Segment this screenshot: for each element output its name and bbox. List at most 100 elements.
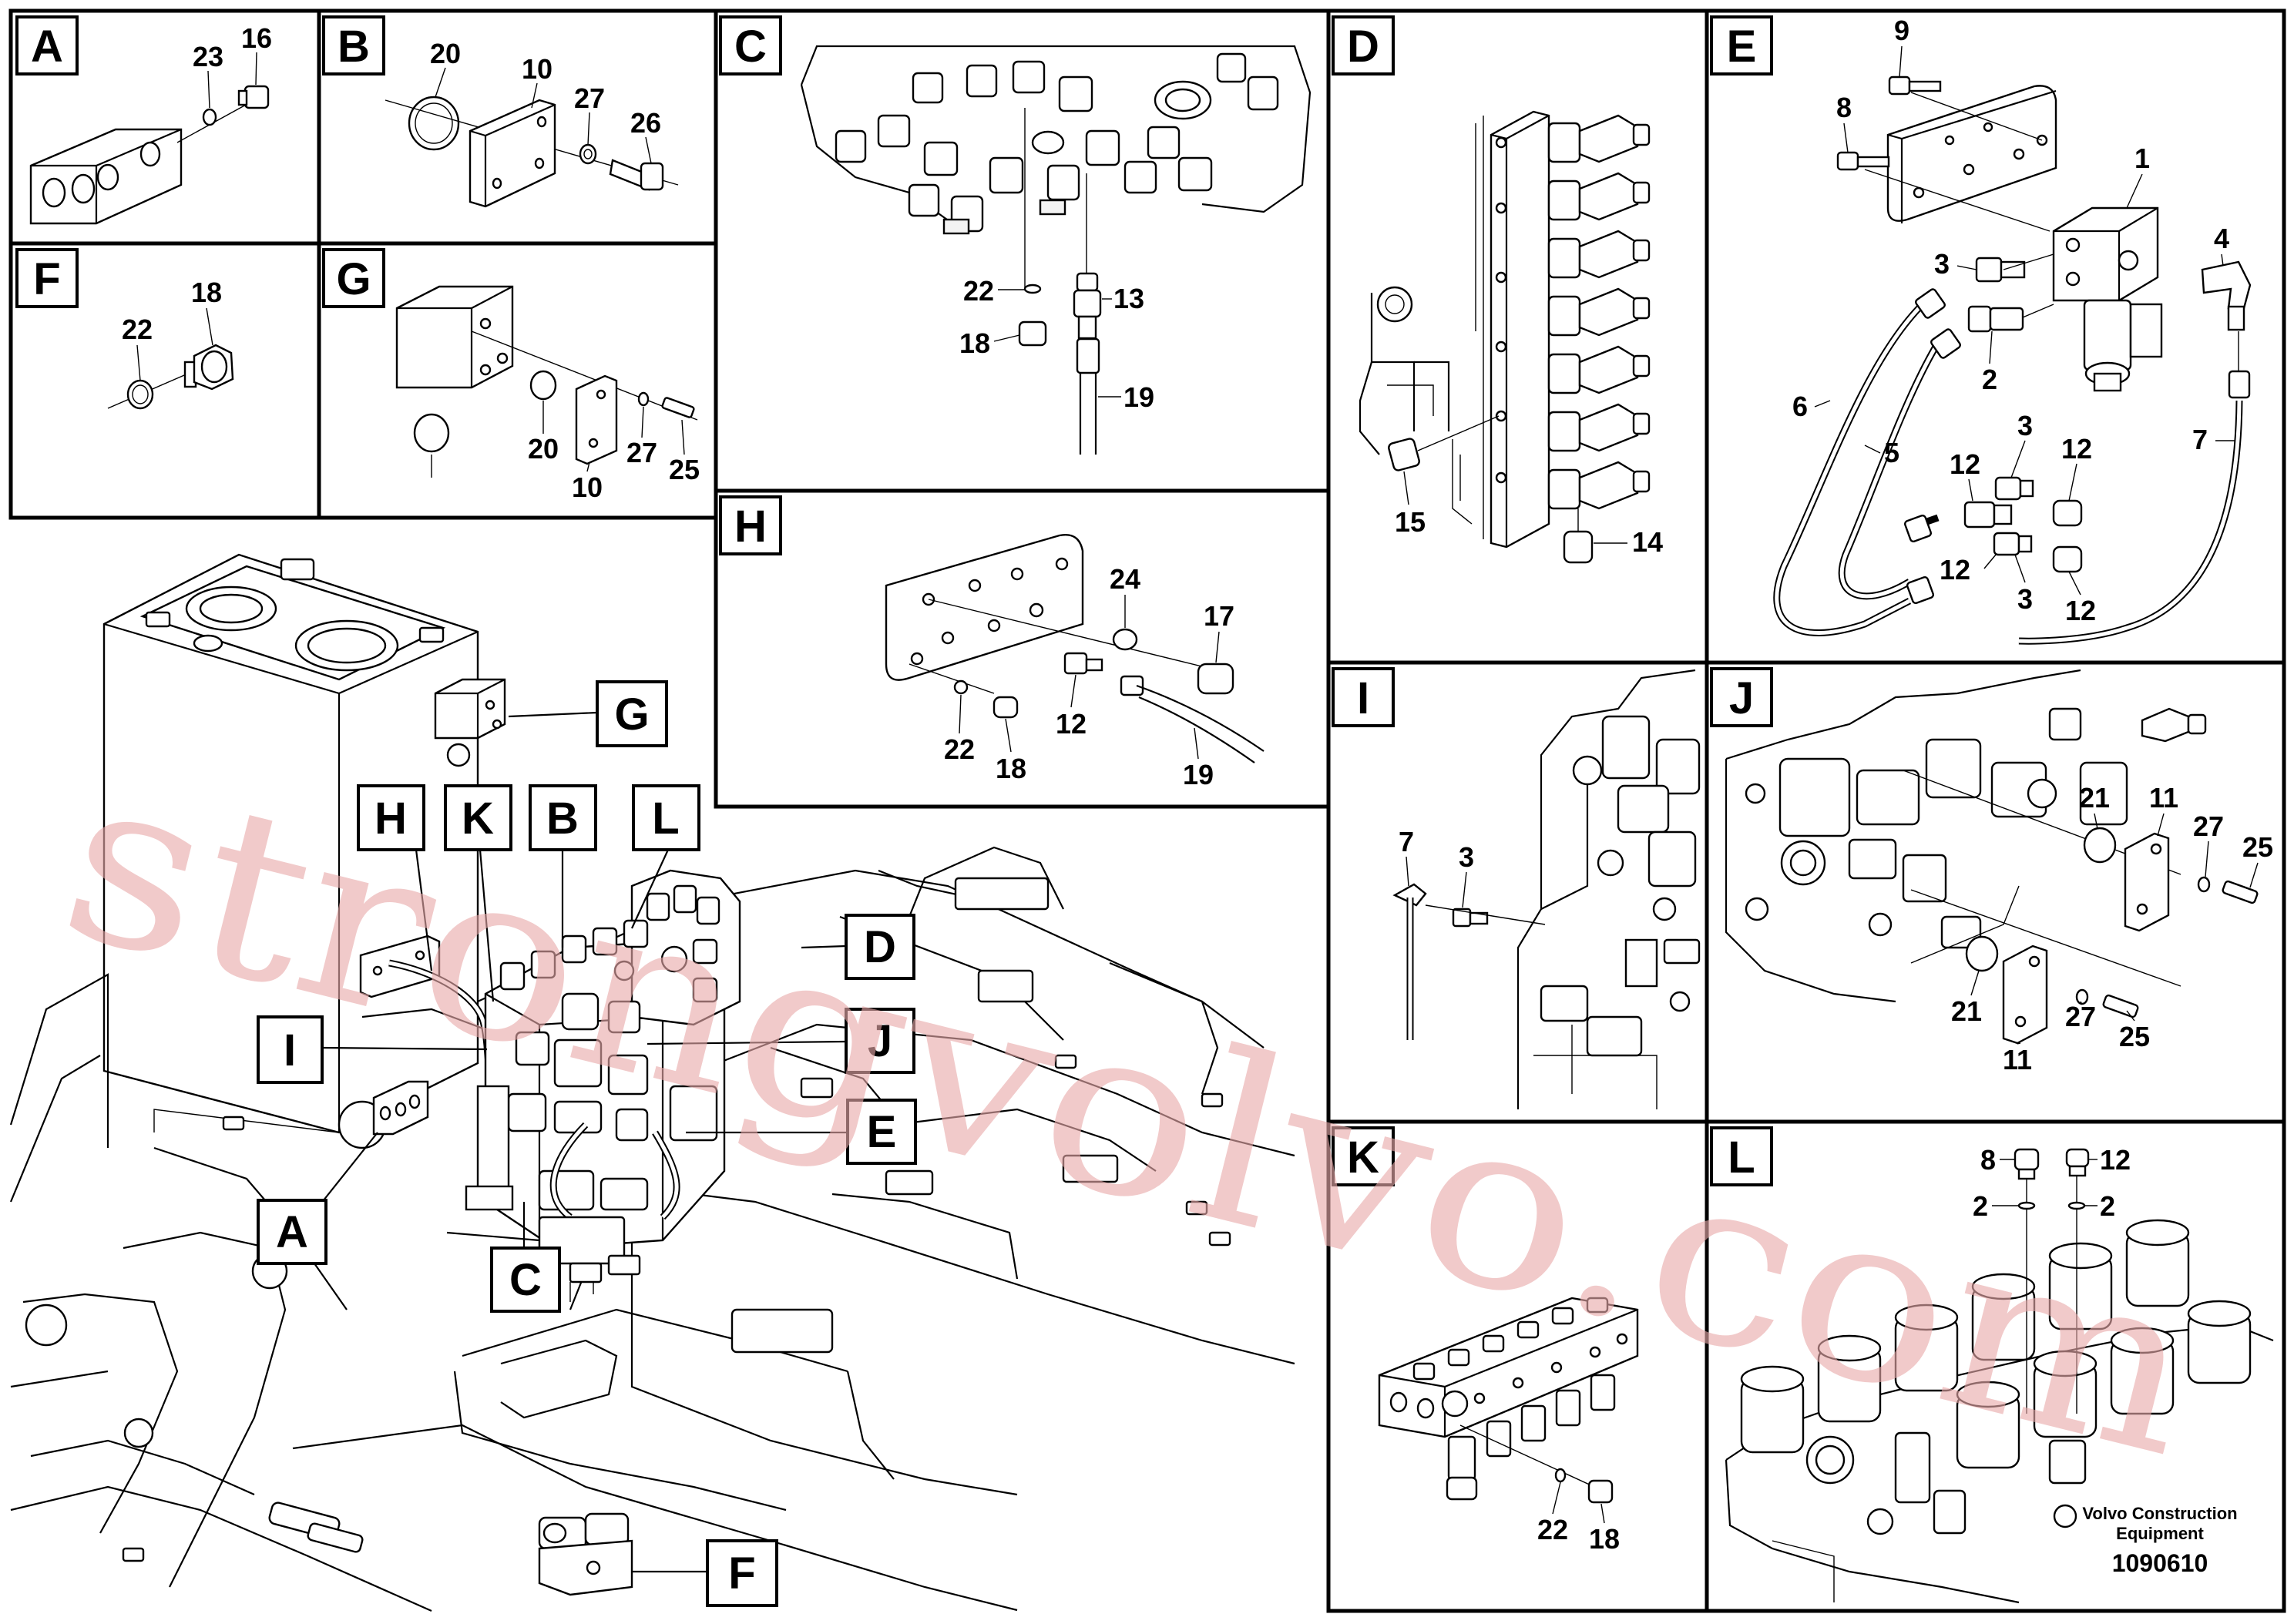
main-label-e: E: [846, 1099, 917, 1165]
callout-e-5: 3: [1934, 248, 1950, 280]
hose-7-i: [1392, 883, 1427, 1040]
callout-l-4: 2: [2100, 1190, 2115, 1222]
panel-f: F 22 18: [15, 248, 234, 410]
elbow-4: [2201, 260, 2252, 331]
callout-e-12: 12: [1940, 554, 1970, 586]
panel-j-letter: J: [1729, 673, 1754, 723]
panel-i-letter: I: [1357, 673, 1369, 723]
callout-h-6: 19: [1183, 759, 1214, 790]
solenoid-on-tank: [434, 678, 506, 767]
fitting-3-e: [1975, 257, 2026, 283]
callout-g-3: 25: [669, 454, 700, 485]
callout-b-4: 26: [630, 107, 661, 139]
cap-15: [1388, 438, 1420, 471]
panel-j: J: [1710, 667, 2273, 1075]
callout-j-3: 27: [2193, 810, 2224, 842]
valve-block-a: [29, 128, 183, 225]
solenoid-f-main: [538, 1512, 633, 1596]
callout-d-2: 14: [1632, 526, 1663, 558]
panel-b-letter: B: [338, 22, 370, 72]
callout-l-1: 8: [1980, 1144, 1996, 1176]
svg-text:B: B: [546, 794, 579, 844]
plug-12-l: [2065, 1148, 2090, 1177]
callout-e-15: 7: [2192, 424, 2208, 455]
panel-frames: [8, 8, 2286, 1613]
cap-14: [1563, 508, 1594, 564]
main-label-a: A: [257, 1199, 327, 1265]
callout-e-7: 6: [1792, 391, 1808, 422]
main-label-l: L: [632, 784, 700, 851]
main-label-j: J: [845, 1008, 915, 1074]
panel-k-letter: K: [1347, 1132, 1379, 1183]
callout-j-4: 25: [2242, 831, 2273, 863]
valve-body-l: [1725, 1219, 2274, 1604]
solenoid-valve-1: [2052, 206, 2163, 392]
callout-h-3: 12: [1056, 708, 1087, 740]
callout-e-6: 2: [1982, 364, 1997, 395]
panel-g-letter: G: [336, 254, 371, 304]
main-label-g: G: [596, 680, 668, 747]
callout-e-13: 3: [2017, 583, 2033, 615]
svg-text:A: A: [276, 1207, 308, 1257]
callout-e-8: 5: [1884, 437, 1899, 468]
bolt-8: [1836, 151, 1890, 171]
callout-k-2: 18: [1589, 1523, 1620, 1555]
callout-g-1: 20: [528, 433, 559, 465]
svg-text:K: K: [462, 794, 494, 844]
panel-a-letter: A: [31, 22, 63, 72]
svg-text:L: L: [652, 794, 679, 844]
callout-c-3: 18: [959, 327, 990, 359]
cover-plate-10: [469, 99, 556, 208]
callout-i-1: 7: [1399, 826, 1414, 857]
control-valve-main: [465, 869, 741, 1302]
drawing-number: 1090610: [2112, 1549, 2208, 1577]
fitting-12-h: [1063, 652, 1103, 675]
hose-6-5-e: [1773, 288, 1961, 636]
valve-block-a-main: [372, 1080, 429, 1136]
panel-h-letter: H: [734, 502, 767, 552]
main-assembly-view: [9, 553, 1295, 1612]
panel-c-letter: C: [734, 22, 767, 72]
callout-b-2: 10: [522, 53, 553, 85]
fitting-3-i: [1452, 908, 1489, 928]
svg-text:G: G: [614, 690, 649, 740]
callout-j-2: 11: [2149, 782, 2178, 814]
adapter-13: [1073, 272, 1102, 340]
callout-l-3: 2: [1973, 1190, 1988, 1222]
main-valve-j: [1725, 669, 2207, 1003]
main-label-i: I: [257, 1015, 324, 1084]
panel-k: K: [1332, 1126, 1639, 1555]
callout-h-5: 18: [996, 753, 1026, 784]
mounting-plate-h: [885, 534, 1084, 681]
cap-17: [1197, 663, 1234, 695]
plug-18: [183, 344, 234, 391]
callout-e-3: 1: [2134, 143, 2150, 174]
svg-text:E: E: [867, 1107, 897, 1157]
callout-f-2: 18: [191, 277, 222, 308]
main-label-f: F: [706, 1539, 778, 1607]
main-label-k: K: [444, 784, 512, 851]
callout-e-14: 12: [2065, 595, 2096, 626]
panel-d-letter: D: [1347, 22, 1379, 72]
panel-g: G 20 27 25 10: [322, 248, 700, 503]
panel-e: E: [1710, 15, 2252, 645]
callout-l-2: 12: [2100, 1144, 2131, 1176]
callout-c-4: 19: [1123, 381, 1154, 413]
callout-k-1: 22: [1537, 1514, 1568, 1545]
plate-g-10: [575, 374, 618, 465]
callout-h-1: 24: [1110, 563, 1140, 595]
callout-g-2: 27: [626, 437, 657, 468]
callout-f-1: 22: [122, 314, 153, 345]
callout-e-9: 12: [1950, 448, 1980, 480]
main-label-d: D: [845, 914, 915, 980]
svg-text:C: C: [509, 1255, 542, 1305]
valve-assembly-i: [1516, 669, 1701, 1109]
callout-e-10: 3: [2017, 410, 2033, 441]
svg-text:H: H: [374, 794, 407, 844]
callout-b-3: 27: [574, 82, 605, 114]
brand-line-2: Equipment: [2116, 1524, 2204, 1543]
svg-text:F: F: [728, 1549, 755, 1599]
main-letter-boxes: H K B L G D J I E A C F: [257, 680, 917, 1607]
plug-8-l: [2014, 1148, 2040, 1180]
